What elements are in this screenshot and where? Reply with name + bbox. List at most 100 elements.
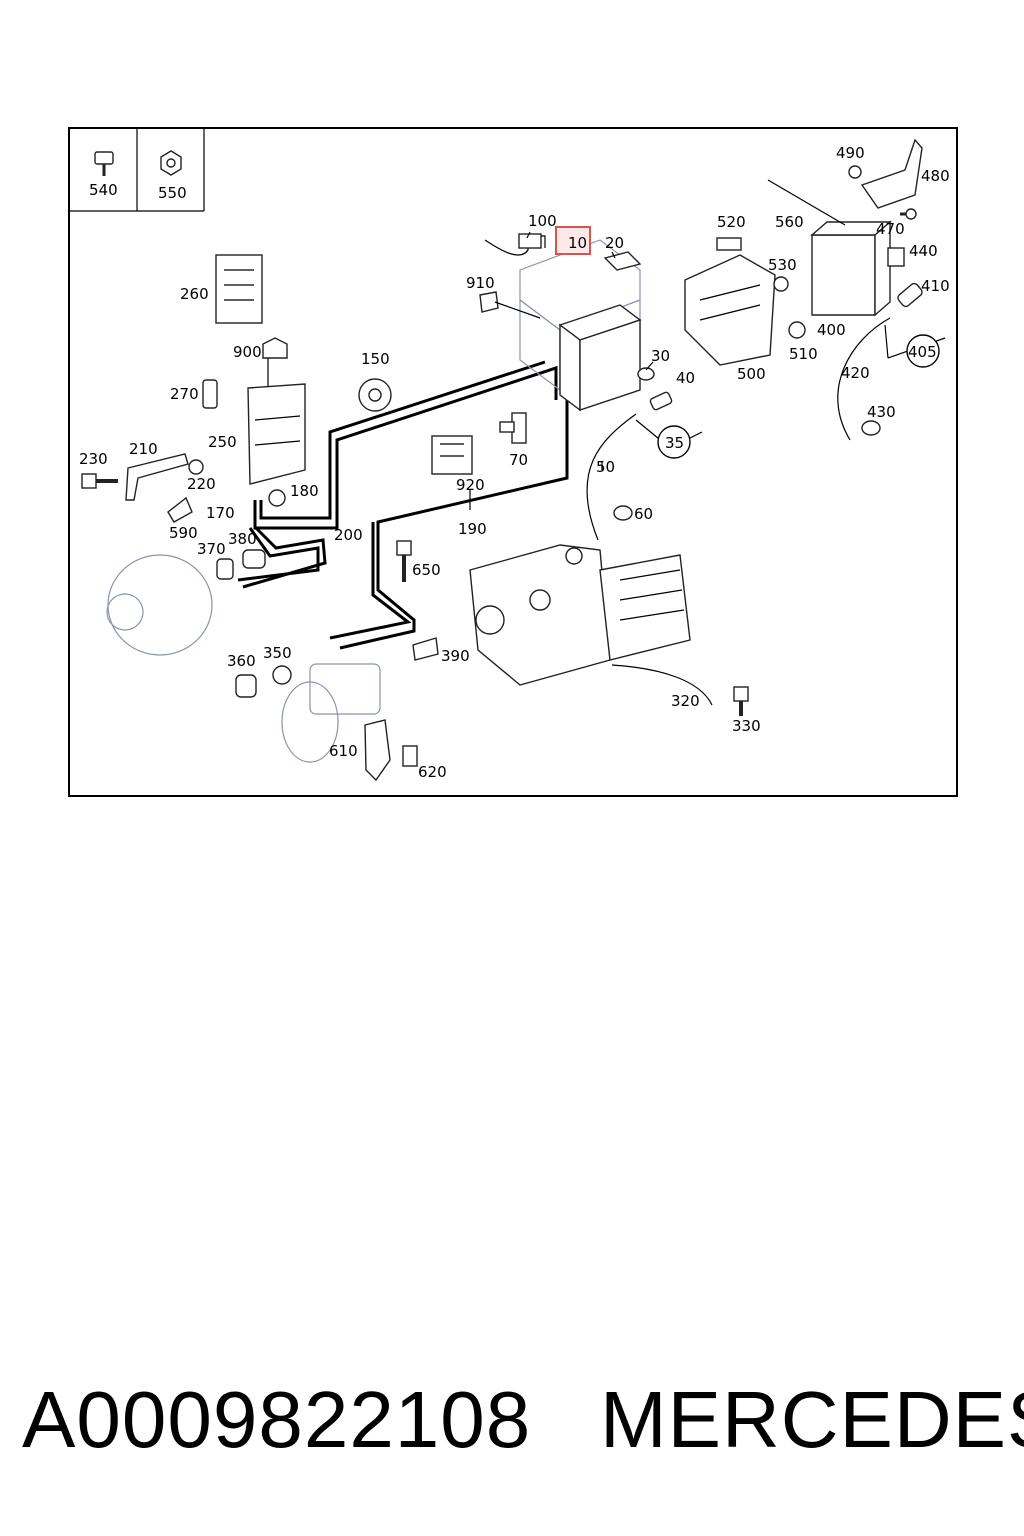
sensor-150-icon: [358, 378, 392, 412]
callout-230[interactable]: 230: [79, 450, 108, 468]
cable-100-icon: [484, 233, 546, 256]
battery-bracket-500-icon: [684, 254, 776, 366]
plug-530-icon: [773, 276, 789, 292]
vent-elbow-40-icon: [649, 391, 673, 411]
bolt-470-icon: [900, 208, 917, 220]
callout-350[interactable]: 350: [263, 644, 292, 662]
callout-470[interactable]: 470: [876, 220, 905, 238]
callout-650[interactable]: 650: [412, 561, 441, 579]
callout-500[interactable]: 500: [737, 365, 766, 383]
callout-420[interactable]: 420: [841, 364, 870, 382]
callout-100[interactable]: 100: [528, 212, 557, 230]
alternator-icon: [106, 554, 213, 656]
leader-560: [767, 179, 846, 226]
connector-900-icon: [262, 337, 288, 359]
callout-410[interactable]: 410: [921, 277, 950, 295]
callout-210[interactable]: 210: [129, 440, 158, 458]
callout-400[interactable]: 400: [817, 321, 846, 339]
vent-hose-50-icon: [586, 413, 637, 541]
aux-battery-400-icon: [810, 220, 892, 317]
diagram-frame: [68, 127, 958, 797]
clip-390-icon: [412, 637, 439, 661]
brand-name: MERCEDES: [600, 1375, 1024, 1464]
callout-430[interactable]: 430: [867, 403, 896, 421]
callout-60[interactable]: 60: [634, 505, 653, 523]
ground-cable-320-icon: [611, 664, 713, 706]
bolt-540-icon: [94, 151, 114, 176]
callout-920[interactable]: 920: [456, 476, 485, 494]
callout-220[interactable]: 220: [187, 475, 216, 493]
callout-70[interactable]: 70: [509, 451, 528, 469]
legend-label-550[interactable]: 550: [158, 184, 187, 202]
grommet-30-icon: [637, 367, 655, 381]
callout-380[interactable]: 380: [228, 530, 257, 548]
callout-520[interactable]: 520: [717, 213, 746, 231]
clip-620-icon: [402, 745, 418, 767]
nut-510-icon: [788, 321, 806, 339]
callout-560[interactable]: 560: [775, 213, 804, 231]
callout-35[interactable]: 35: [665, 434, 684, 452]
callout-190[interactable]: 190: [458, 520, 487, 538]
callout-320[interactable]: 320: [671, 692, 700, 710]
callout-50[interactable]: 50: [596, 458, 615, 476]
callout-40[interactable]: 40: [676, 369, 695, 387]
vent-hose-420-icon: [837, 317, 891, 441]
prefuse-box-250-icon: [247, 383, 306, 485]
callout-260[interactable]: 260: [180, 285, 209, 303]
bracket-610-icon: [364, 719, 391, 782]
part-number: A0009822108: [22, 1375, 532, 1464]
elbow-410-icon: [897, 282, 923, 308]
callout-360[interactable]: 360: [227, 652, 256, 670]
battery-10-icon: [558, 304, 642, 412]
parts-diagram: 540 550: [68, 127, 958, 797]
control-unit-520-icon: [716, 237, 742, 251]
callout-370[interactable]: 370: [197, 540, 226, 558]
callout-530[interactable]: 530: [768, 256, 797, 274]
callout-510[interactable]: 510: [789, 345, 818, 363]
wiring-harness: [237, 345, 569, 650]
bolt-650-icon: [396, 540, 412, 582]
clip-910-icon: [479, 291, 499, 313]
grommet-430-icon: [861, 420, 881, 436]
callout-590[interactable]: 590: [169, 524, 198, 542]
legend-label-540[interactable]: 540: [89, 181, 118, 199]
callout-30[interactable]: 30: [651, 347, 670, 365]
ground-strap-210-icon: [125, 453, 189, 501]
fuse-box-260-icon: [215, 254, 263, 324]
callout-170[interactable]: 170: [206, 504, 235, 522]
module-920-icon: [431, 435, 473, 475]
bracket-590-icon: [167, 496, 193, 523]
callout-440[interactable]: 440: [909, 242, 938, 260]
callout-270[interactable]: 270: [170, 385, 199, 403]
callout-390[interactable]: 390: [441, 647, 470, 665]
bolt-230-icon: [81, 473, 118, 489]
bolt-330-icon: [733, 686, 749, 716]
grommet-60-icon: [613, 505, 633, 521]
callout-330[interactable]: 330: [732, 717, 761, 735]
highlight-box-10: [555, 226, 591, 255]
nut-490-icon: [848, 165, 862, 179]
callout-405[interactable]: 405: [908, 343, 937, 361]
callout-10-highlighted[interactable]: 10: [568, 234, 587, 252]
callout-180[interactable]: 180: [290, 482, 319, 500]
callout-circle-35: [657, 425, 691, 459]
callout-250[interactable]: 250: [208, 433, 237, 451]
callout-circle-405: [906, 334, 940, 368]
grommet-180-icon: [268, 489, 286, 507]
bracket-70-icon: [499, 412, 527, 444]
isolator-360-icon: [235, 674, 257, 698]
callout-900[interactable]: 900: [233, 343, 262, 361]
nut-350-icon: [272, 665, 292, 685]
callout-620[interactable]: 620: [418, 763, 447, 781]
fuse-270-icon: [202, 379, 218, 409]
callout-150[interactable]: 150: [361, 350, 390, 368]
callout-200[interactable]: 200: [334, 526, 363, 544]
nut-220-icon: [188, 459, 204, 475]
callout-610[interactable]: 610: [329, 742, 358, 760]
isolator-370-icon: [216, 558, 234, 580]
engine-icon: [469, 544, 691, 686]
callout-480[interactable]: 480: [921, 167, 950, 185]
callout-490[interactable]: 490: [836, 144, 865, 162]
callout-20[interactable]: 20: [605, 234, 624, 252]
callout-910[interactable]: 910: [466, 274, 495, 292]
